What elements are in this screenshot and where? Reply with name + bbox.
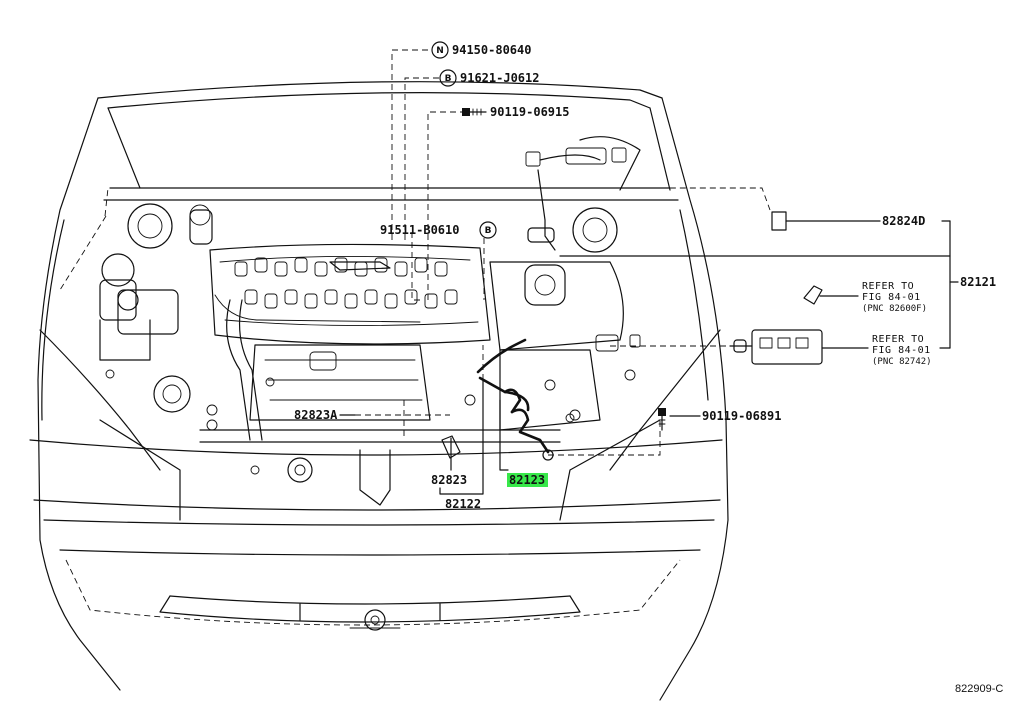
- label-94150-80640[interactable]: 94150-80640: [452, 43, 531, 57]
- label-82823a[interactable]: 82823A: [294, 408, 338, 422]
- part-labels: 94150-80640 91621-J0612 90119-06915 9151…: [294, 43, 1003, 695]
- clip-n-icon: [431, 41, 449, 59]
- bolt-icon-2: [658, 408, 666, 431]
- label-91511-b0610[interactable]: 91511-B0610: [380, 223, 459, 237]
- fastener-icons: N B B: [431, 41, 823, 459]
- car-body-outline: [29, 81, 729, 701]
- ref2-line2[interactable]: FIG 84-01: [872, 345, 931, 356]
- leader-lines: [59, 49, 959, 495]
- label-82122[interactable]: 82122: [445, 497, 481, 511]
- ref1-line2[interactable]: FIG 84-01: [862, 292, 921, 303]
- clip-82823-icon: [441, 435, 461, 459]
- ref2-line1: REFER TO: [872, 334, 924, 345]
- diagram-code: 822909-C: [955, 683, 1003, 695]
- engine-components: [99, 136, 641, 506]
- label-82121[interactable]: 82121: [960, 275, 996, 289]
- clip-b-icon-2: [479, 221, 497, 239]
- clip-b-icon: [439, 69, 457, 87]
- clip-b-symbol-2: B: [485, 226, 492, 236]
- label-82123[interactable]: 82123: [509, 473, 545, 487]
- ref2-line3: (PNC 82742): [872, 357, 932, 367]
- label-90119-06915[interactable]: 90119-06915: [490, 105, 569, 119]
- relay-block-icon: [729, 329, 823, 365]
- clip-n-symbol: N: [436, 46, 444, 56]
- label-90119-06891[interactable]: 90119-06891: [702, 409, 781, 423]
- label-91621-j0612[interactable]: 91621-J0612: [460, 71, 539, 85]
- label-82823[interactable]: 82823: [431, 473, 467, 487]
- bolt-icon: [462, 108, 487, 116]
- label-82824d[interactable]: 82824D: [882, 214, 925, 228]
- ref1-line3: (PNC 82600F): [862, 304, 927, 314]
- clip-82824d-icon: [771, 211, 787, 231]
- clip-b-symbol: B: [445, 74, 452, 84]
- highlight-82123: [507, 473, 548, 487]
- connector-icon: [803, 285, 823, 305]
- ref1-line1: REFER TO: [862, 281, 914, 292]
